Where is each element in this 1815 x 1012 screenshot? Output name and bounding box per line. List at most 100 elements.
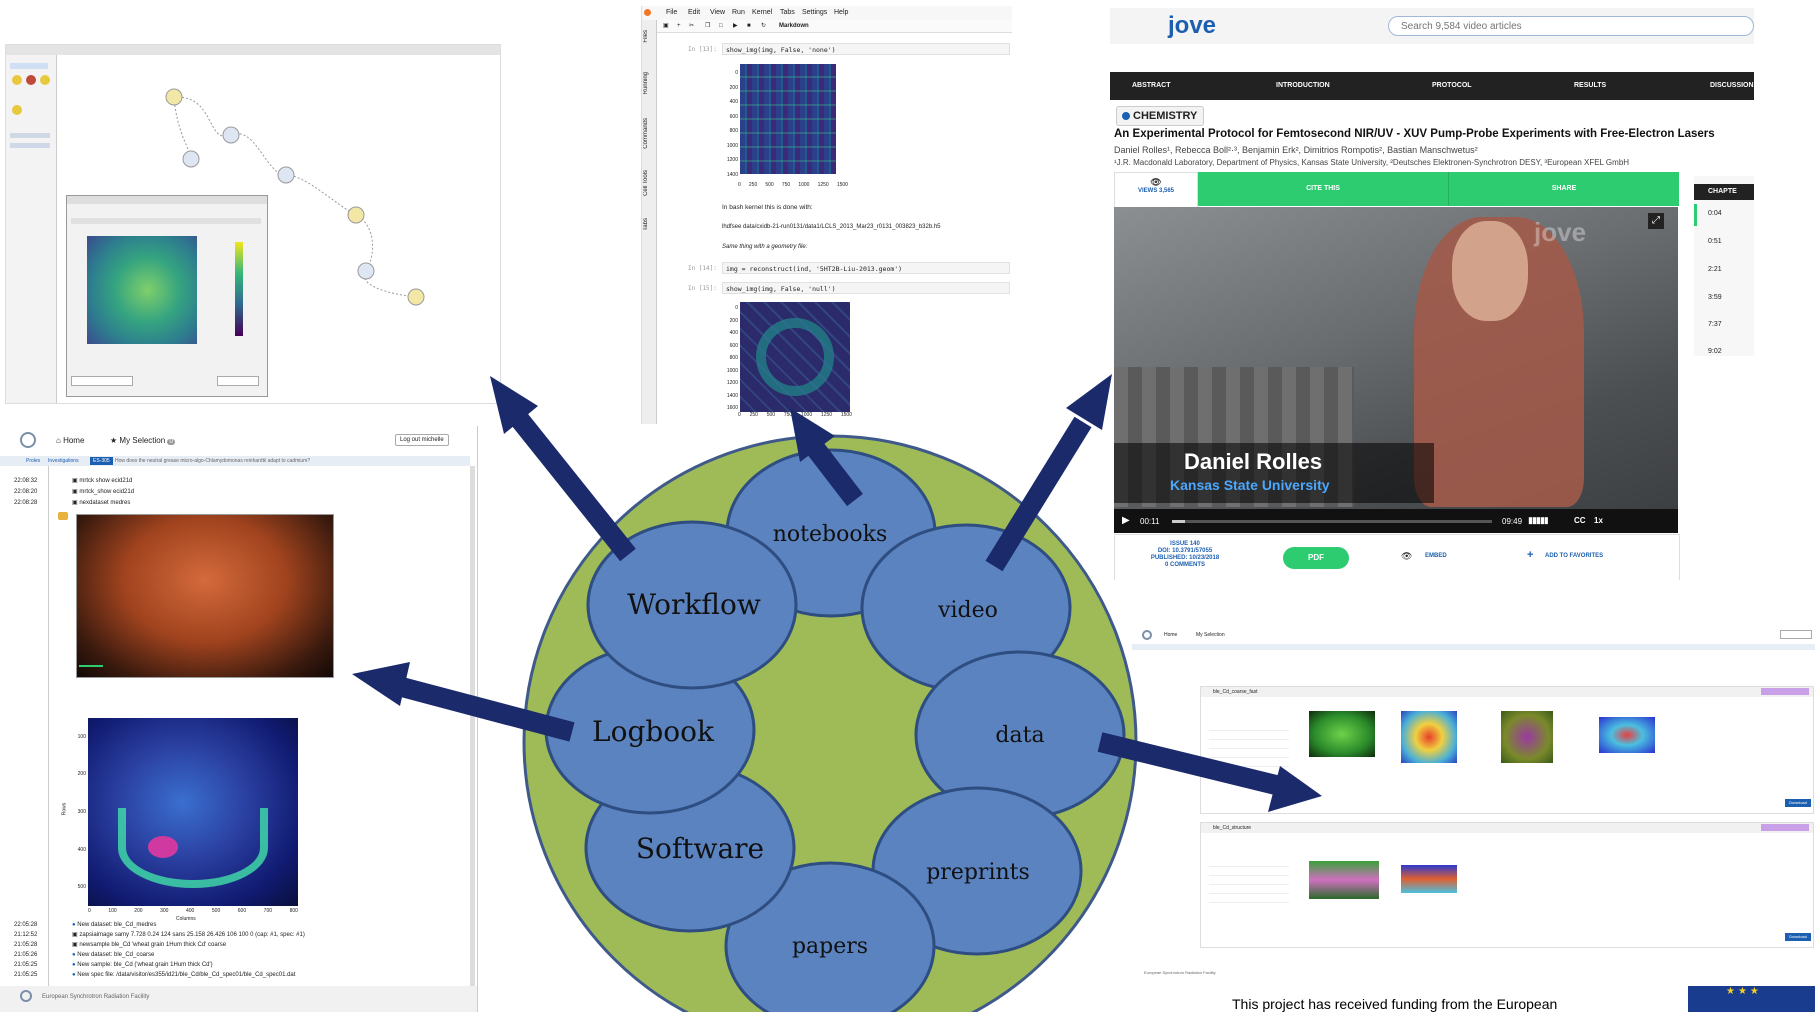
nav-abstract[interactable]: ABSTRACT <box>1132 82 1171 89</box>
widget-icon[interactable] <box>26 75 36 85</box>
nav-results[interactable]: RESULTS <box>1574 82 1607 89</box>
dataset-thumbnail[interactable] <box>1501 711 1553 763</box>
jove-logo[interactable]: jove <box>1168 12 1217 39</box>
progress-track[interactable] <box>1172 520 1492 523</box>
dataset-thumbnail[interactable] <box>1309 711 1375 757</box>
breadcrumb-item[interactable]: Proles <box>26 458 41 464</box>
stop-icon[interactable]: ■ <box>747 23 751 29</box>
cell-type-select[interactable]: Markdown <box>779 23 809 29</box>
widget-icon[interactable] <box>12 105 22 115</box>
workflow-node[interactable] <box>222 126 240 144</box>
bubble-papers[interactable] <box>724 861 936 1012</box>
toolbox-row[interactable] <box>10 133 50 138</box>
code-cell[interactable]: img = reconstruct(ind, '5HT2B-Liu-2013.g… <box>722 262 1010 274</box>
log-entry[interactable]: 22:08:32▣ mrtck show ecid21d <box>14 478 133 484</box>
time-total: 09:49 <box>1502 517 1523 526</box>
menu-file[interactable]: File <box>666 9 678 16</box>
workflow-node[interactable] <box>277 166 295 184</box>
scrollbar[interactable] <box>470 466 475 986</box>
dataset-thumbnail[interactable] <box>1599 717 1655 753</box>
comment-icon[interactable] <box>58 512 68 520</box>
add-cell-icon[interactable]: + <box>677 23 681 29</box>
breadcrumb-current[interactable]: ES-305 <box>90 457 113 465</box>
home-link[interactable]: Home <box>1164 632 1178 638</box>
menu-settings[interactable]: Settings <box>802 9 828 16</box>
workflow-node[interactable] <box>357 262 375 280</box>
widget-icon[interactable] <box>12 75 22 85</box>
favorites-button[interactable]: ADD TO FAVORITES <box>1545 553 1604 559</box>
log-entry[interactable]: 22:08:28▣ nexdataset medres <box>14 500 131 506</box>
my-selection-link[interactable]: My Selection <box>1196 632 1225 638</box>
dataset-name[interactable]: ble_Cd_coarse_fast <box>1213 689 1258 695</box>
download-button[interactable]: Download <box>1785 933 1811 941</box>
log-entry[interactable]: 21:05:25● New spec file: /data/visitor/e… <box>14 972 296 978</box>
volume-icon[interactable]: ▮▮▮▮▮ <box>1528 515 1549 525</box>
nav-discussion[interactable]: DISCUSSION <box>1710 82 1754 89</box>
speed-button[interactable]: 1x <box>1594 516 1603 525</box>
toolbox-header <box>10 63 48 69</box>
menu-help[interactable]: Help <box>834 9 849 16</box>
log-entry[interactable]: 22:05:28● New dataset: ble_Cd_medres <box>14 922 157 928</box>
workflow-node[interactable] <box>165 88 183 106</box>
chapter-item[interactable]: 0:51 <box>1708 238 1722 245</box>
workflow-node[interactable] <box>407 288 425 306</box>
code-cell[interactable]: show_img(img, False, 'none') <box>722 43 1010 55</box>
log-entry[interactable]: 21:12:52▣ zapsiaimage samy 7.728 0.24 12… <box>14 932 305 938</box>
dataset-thumbnail[interactable] <box>1401 711 1457 763</box>
pdf-button[interactable]: PDF <box>1283 547 1349 569</box>
breadcrumb-item[interactable]: Investigations <box>48 458 79 464</box>
plus-icon[interactable]: + <box>1527 549 1534 561</box>
chapter-item[interactable]: 3:59 <box>1708 294 1722 301</box>
cut-icon[interactable]: ✂ <box>689 23 695 29</box>
workflow-canvas <box>165 88 425 306</box>
copy-icon[interactable]: ❐ <box>705 23 711 29</box>
widget-icon[interactable] <box>40 75 50 85</box>
menu-tabs[interactable]: Tabs <box>780 9 795 16</box>
save-icon[interactable]: ▣ <box>663 23 669 29</box>
embed-icon[interactable]: 👁 <box>1401 551 1413 561</box>
chapter-item[interactable]: 9:02 <box>1708 348 1722 355</box>
search-input[interactable] <box>1388 16 1754 36</box>
plot-toolbar[interactable] <box>71 218 261 224</box>
menu-run[interactable]: Run <box>732 9 745 16</box>
home-link[interactable]: ⌂ Home <box>56 436 85 445</box>
nav-introduction[interactable]: INTRODUCTION <box>1276 82 1330 89</box>
log-entry[interactable]: 21:05:25● New sample: ble_Cd ('wheat gra… <box>14 962 213 968</box>
video-player[interactable]: jove ⤢ Daniel Rolles Kansas State Univer… <box>1114 207 1678 533</box>
menu-edit[interactable]: Edit <box>688 9 701 16</box>
dialog-button[interactable] <box>217 376 259 386</box>
nav-protocol[interactable]: PROTOCOL <box>1432 82 1472 89</box>
cite-button[interactable]: CITE THIS <box>1198 172 1448 206</box>
workflow-node[interactable] <box>347 206 365 224</box>
workflow-node[interactable] <box>182 150 200 168</box>
logout-button[interactable] <box>1780 630 1812 639</box>
menu-kernel[interactable]: Kernel <box>752 9 773 16</box>
dataset-thumbnail[interactable] <box>1309 861 1379 899</box>
play-icon[interactable]: ▶ <box>1122 515 1130 526</box>
toolbox-row[interactable] <box>10 143 50 148</box>
dialog-checkbox-row[interactable] <box>71 376 133 386</box>
download-button[interactable]: Download <box>1785 799 1811 807</box>
menu-view[interactable]: View <box>710 9 726 16</box>
fullscreen-icon[interactable]: ⤢ <box>1648 213 1664 229</box>
log-entry[interactable]: 22:08:20▣ mrtck_show ecid21d <box>14 489 135 495</box>
chapter-item[interactable]: 7:37 <box>1708 321 1722 328</box>
embed-button[interactable]: EMBED <box>1425 553 1447 559</box>
cc-button[interactable]: CC <box>1574 516 1586 525</box>
log-entry[interactable]: 21:05:26● New dataset: ble_Cd_coarse <box>14 952 155 958</box>
chapter-item[interactable]: 0:04 <box>1708 210 1722 217</box>
log-entry[interactable]: 21:05:28▣ newsample ble_Cd 'wheat grain … <box>14 942 227 948</box>
restart-icon[interactable]: ↻ <box>761 23 767 29</box>
dataset-thumbnail[interactable] <box>1401 865 1457 893</box>
dataset-name[interactable]: ble_Cd_structure <box>1213 825 1252 831</box>
entry-icon: ▣ <box>72 478 78 484</box>
my-selection-link[interactable]: ★ My Selection 0 <box>110 436 175 445</box>
logout-button[interactable]: Log out michelle <box>395 434 449 446</box>
paste-icon[interactable]: □ <box>719 23 723 29</box>
section-badge[interactable]: CHEMISTRY <box>1116 106 1205 126</box>
code-cell[interactable]: show_img(img, False, 'null') <box>722 282 1010 294</box>
share-button[interactable]: SHARE <box>1448 172 1679 206</box>
chapter-item[interactable]: 2:21 <box>1708 266 1722 273</box>
run-icon[interactable]: ▶ <box>733 23 738 29</box>
bubble-workflow[interactable] <box>586 520 798 690</box>
